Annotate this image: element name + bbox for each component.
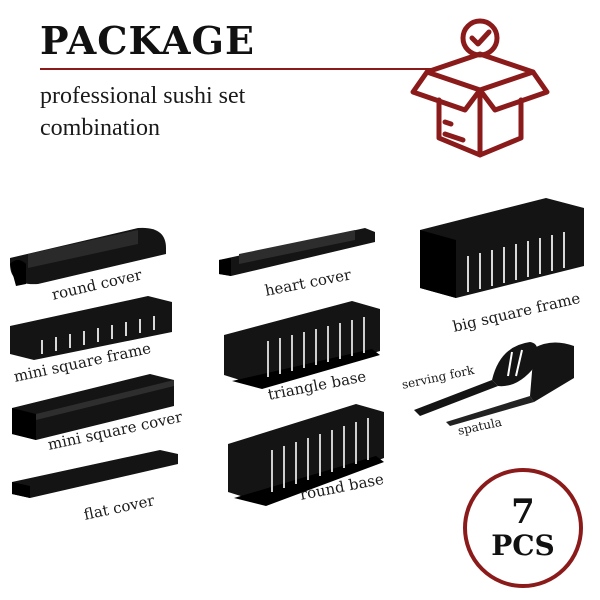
mini-square-cover-image	[12, 374, 174, 440]
round-base-image	[228, 404, 384, 506]
flat-cover-image	[12, 450, 178, 498]
serving-fork-and-spatula-image	[414, 342, 574, 426]
piece-unit: PCS	[491, 529, 555, 562]
piece-count-badge: 7 PCS	[463, 468, 583, 588]
title-divider	[40, 68, 435, 70]
page-subtitle: professional sushi set combination	[40, 80, 245, 144]
mini-square-frame-image	[10, 296, 172, 360]
round-cover-image	[10, 227, 166, 286]
triangle-base-image	[224, 301, 380, 389]
page-title: PACKAGE	[40, 18, 255, 63]
heart-cover-image	[219, 228, 375, 276]
big-square-frame-image	[420, 198, 584, 298]
subtitle-line-2: combination	[40, 115, 160, 141]
subtitle-line-1: professional sushi set	[40, 83, 246, 109]
open-box-check-icon	[410, 18, 550, 158]
piece-count: 7	[511, 492, 535, 532]
